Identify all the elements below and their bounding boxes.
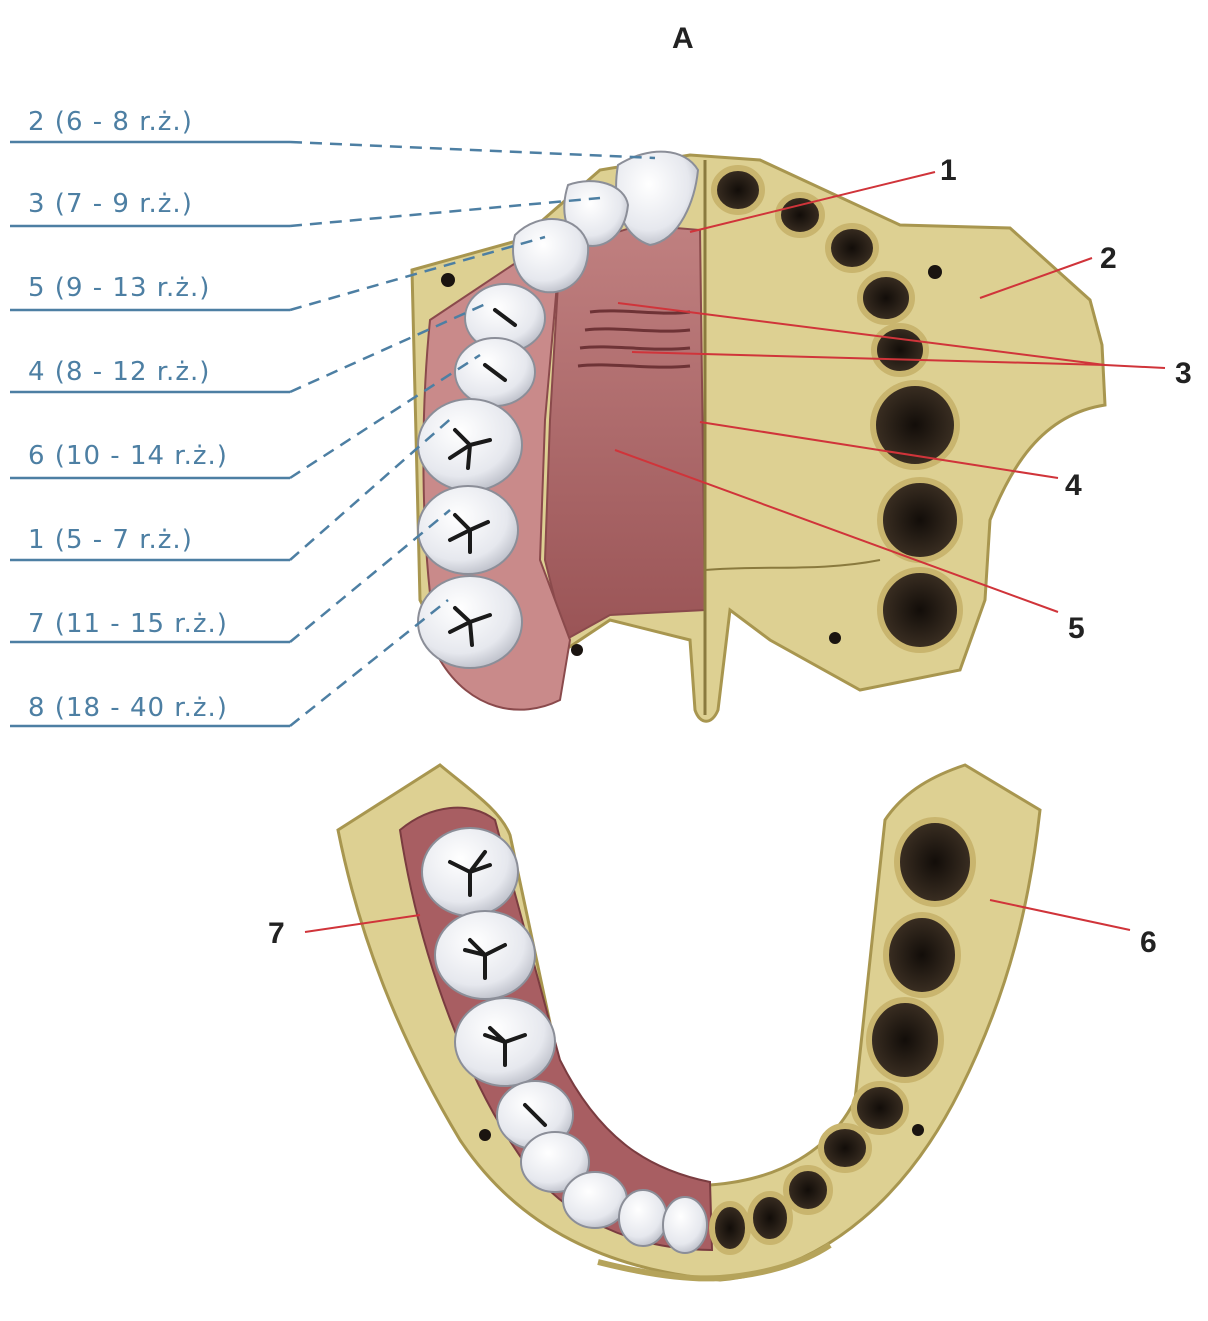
eruption-label-text: 2 (6 - 8 r.ż.) bbox=[28, 107, 193, 137]
callout-2-label: 2 bbox=[1100, 242, 1117, 275]
lower-canine bbox=[563, 1172, 627, 1228]
callout-7-label: 7 bbox=[268, 917, 285, 950]
eruption-label-1: 2 (6 - 8 r.ż.) bbox=[10, 107, 655, 158]
eruption-label-text: 7 (11 - 15 r.ż.) bbox=[28, 609, 228, 639]
callout-6-label: 6 bbox=[1140, 926, 1157, 959]
upper-canine bbox=[513, 219, 588, 292]
callout-1-label: 1 bbox=[940, 154, 957, 187]
eruption-label-text: 4 (8 - 12 r.ż.) bbox=[28, 357, 210, 387]
callout-5-label: 5 bbox=[1068, 612, 1085, 645]
eruption-label-2: 3 (7 - 9 r.ż.) bbox=[10, 189, 600, 226]
callout-4-label: 4 bbox=[1065, 469, 1082, 502]
eruption-label-text: 1 (5 - 7 r.ż.) bbox=[28, 525, 193, 555]
eruption-label-text: 6 (10 - 14 r.ż.) bbox=[28, 441, 228, 471]
panel-letter: A bbox=[672, 22, 694, 55]
eruption-label-text: 3 (7 - 9 r.ż.) bbox=[28, 189, 193, 219]
lower-lateral-incisor bbox=[619, 1190, 667, 1246]
maxilla bbox=[412, 152, 1105, 722]
eruption-label-6: 1 (5 - 7 r.ż.) bbox=[10, 415, 455, 560]
callout-3-label: 3 bbox=[1175, 357, 1192, 390]
lower-central-incisor bbox=[663, 1197, 707, 1253]
mandible bbox=[338, 765, 1040, 1280]
eruption-label-text: 8 (18 - 40 r.ż.) bbox=[28, 693, 228, 723]
eruption-label-text: 5 (9 - 13 r.ż.) bbox=[28, 273, 210, 303]
